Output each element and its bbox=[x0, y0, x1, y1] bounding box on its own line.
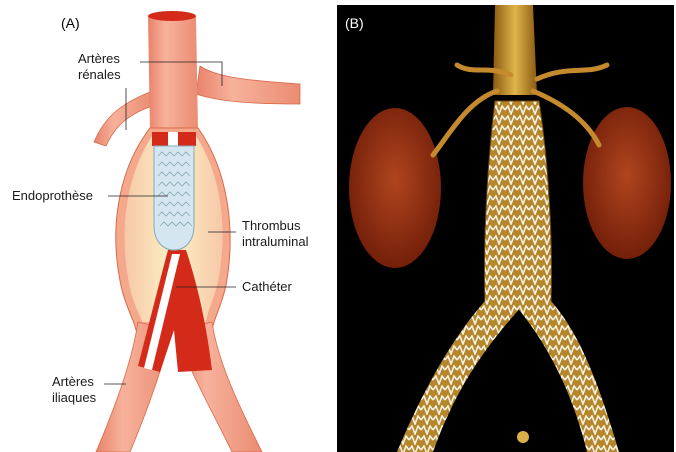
kidney-right bbox=[583, 107, 671, 259]
label-endograft: Endoprothèse bbox=[12, 188, 93, 203]
iliac-limb-right bbox=[515, 301, 619, 452]
panel-a-tag: (A) bbox=[61, 15, 80, 31]
aorta-upper bbox=[148, 16, 198, 132]
label-renal-arteries-line1: Artères bbox=[78, 51, 120, 66]
panel-a-schematic: (A) Artères rénales Endoprothèse Thrombu… bbox=[0, 0, 330, 452]
label-iliac-arteries-line1: Artères bbox=[52, 374, 94, 389]
panel-b-ct-reconstruction: (B) bbox=[337, 5, 674, 452]
label-iliac-arteries-line2: iliaques bbox=[52, 390, 96, 405]
label-catheter: Cathéter bbox=[242, 279, 292, 294]
kidney-left bbox=[349, 108, 441, 268]
stent-graft-3d bbox=[484, 101, 551, 305]
iliac-limb-left bbox=[397, 301, 523, 452]
ct-3d-rendering bbox=[337, 5, 674, 452]
endograft-stent bbox=[154, 146, 194, 250]
renal-artery-right bbox=[196, 66, 300, 104]
panel-b-tag: (B) bbox=[345, 15, 364, 31]
label-renal-arteries-line2: rénales bbox=[78, 67, 121, 82]
label-thrombus-line1: Thrombus bbox=[242, 218, 301, 233]
label-thrombus-line2: intraluminal bbox=[242, 234, 308, 249]
aorta-3d-upper bbox=[493, 5, 537, 95]
